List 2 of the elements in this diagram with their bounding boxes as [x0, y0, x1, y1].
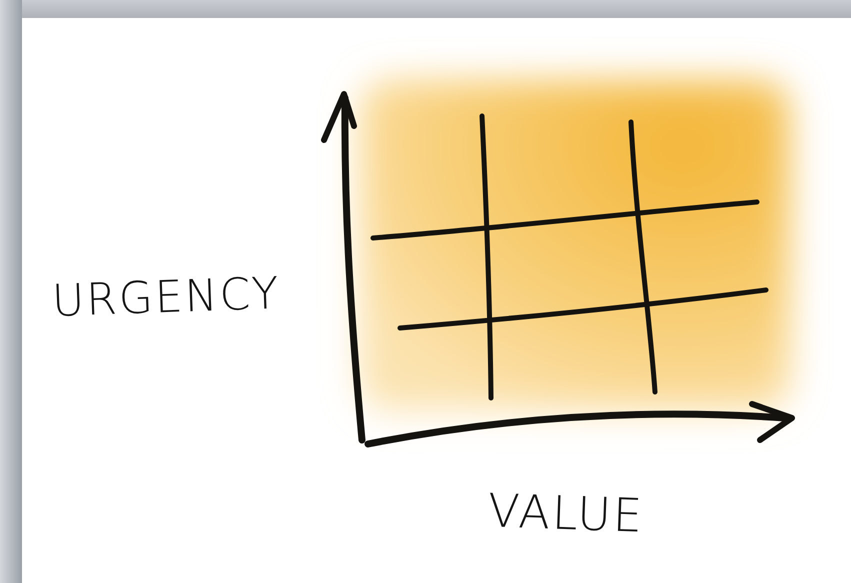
axis-label: URGENCY — [51, 268, 282, 327]
axis-label: VALUE — [487, 483, 645, 543]
